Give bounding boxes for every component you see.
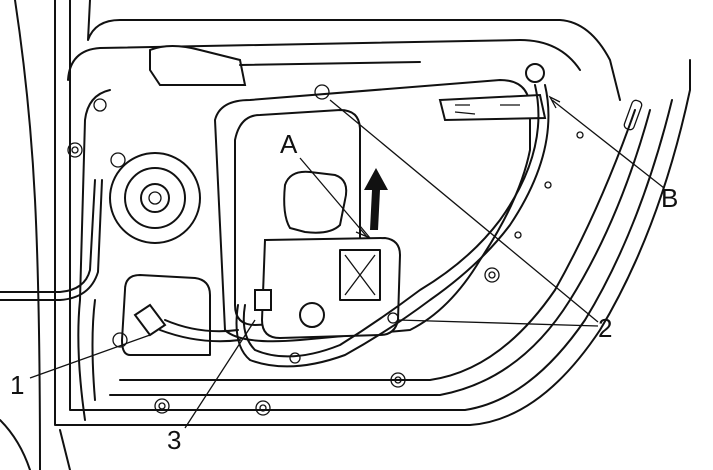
- label-3: 3: [167, 425, 182, 455]
- label-2: 2: [598, 313, 613, 343]
- label-b: B: [661, 183, 679, 213]
- label-1: 1: [10, 370, 25, 400]
- label-a: A: [280, 129, 298, 159]
- inner-panel-openings: [121, 45, 547, 356]
- speaker: [109, 152, 201, 244]
- fasteners: [67, 84, 643, 416]
- wiring-harness: [0, 63, 550, 368]
- door-outer-frame: [0, 0, 691, 470]
- direction-arrow: [364, 168, 388, 230]
- leader-lines: [29, 95, 665, 429]
